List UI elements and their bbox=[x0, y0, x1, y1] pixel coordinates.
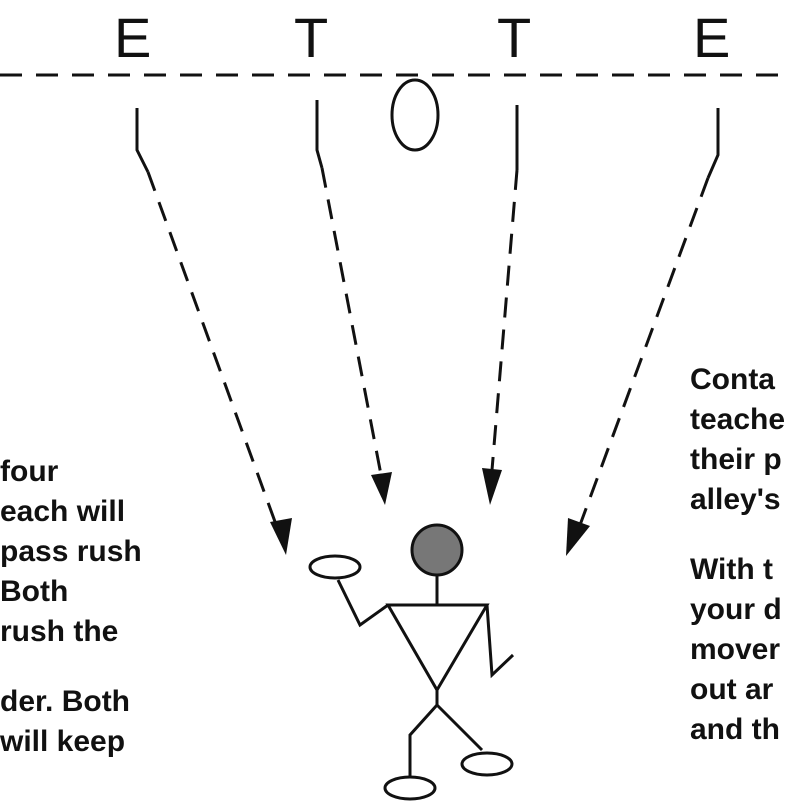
left-text-line: will keep bbox=[0, 725, 126, 758]
left-text-line: Both bbox=[0, 575, 69, 608]
left-text-line bbox=[0, 652, 142, 682]
quarterback-left-hand bbox=[308, 554, 362, 580]
left-text-block: four each will pass rush Both rush the d… bbox=[0, 452, 142, 762]
left-text-line: rush the bbox=[0, 615, 119, 648]
right-text-line: Conta bbox=[690, 363, 775, 396]
right-text-line: and th bbox=[690, 713, 780, 746]
right-text-line: your d bbox=[690, 593, 782, 626]
right-text-line bbox=[690, 520, 785, 550]
right-text-line: With t bbox=[690, 553, 774, 586]
quarterback-right-leg bbox=[435, 703, 484, 752]
position-label-tackle-left: T bbox=[294, 6, 329, 69]
left-text-line: der. Both bbox=[0, 685, 131, 718]
right-text-block: Conta teache their p alley's With t your… bbox=[690, 360, 785, 750]
right-text-line: alley's bbox=[690, 483, 781, 516]
left-text-line: four bbox=[0, 455, 59, 488]
position-label-tackle-right: T bbox=[497, 6, 532, 69]
position-label-end-right: E bbox=[693, 6, 731, 69]
rush-path-1 bbox=[135, 108, 292, 555]
rush-path-4 bbox=[566, 108, 720, 556]
position-label-end-left: E bbox=[114, 6, 152, 69]
quarterback-torso bbox=[385, 603, 490, 693]
quarterback-head bbox=[410, 523, 464, 577]
rush-path-2 bbox=[315, 100, 392, 505]
quarterback-figure bbox=[308, 523, 515, 801]
right-text-line: out ar bbox=[690, 673, 774, 706]
quarterback-right-foot bbox=[460, 751, 514, 777]
quarterback-left-foot bbox=[383, 775, 437, 801]
quarterback-right-arm bbox=[485, 604, 515, 679]
right-text-line: their p bbox=[690, 443, 782, 476]
left-text-line: each will bbox=[0, 495, 126, 528]
right-text-line: mover bbox=[690, 633, 781, 666]
quarterback-left-arm bbox=[336, 579, 389, 628]
ball-oval bbox=[390, 78, 440, 152]
right-text-line: teache bbox=[690, 403, 786, 436]
left-text-line: pass rush bbox=[0, 535, 142, 568]
quarterback-left-leg bbox=[408, 703, 439, 778]
rush-path-3 bbox=[482, 105, 519, 505]
